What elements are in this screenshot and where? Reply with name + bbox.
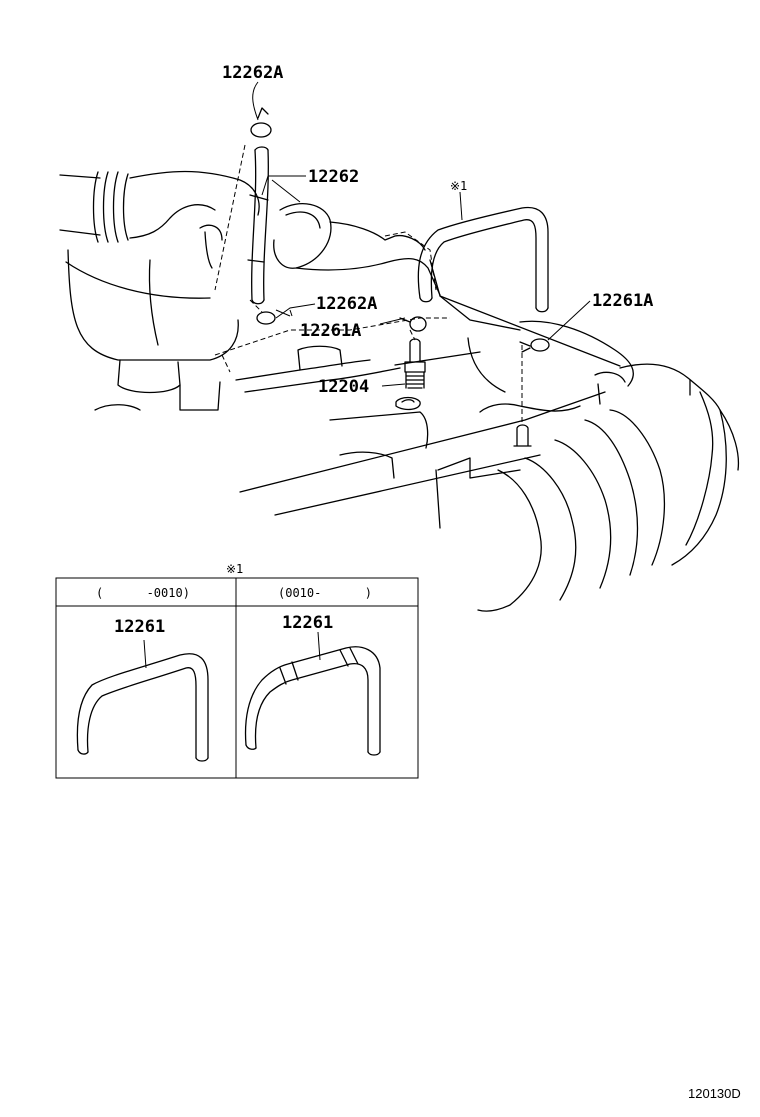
detail-right-part: 12261 xyxy=(282,613,333,633)
detail-left-header: ( -0010) xyxy=(96,586,190,600)
clamp-12261A-right xyxy=(519,338,550,353)
hose-variant-late xyxy=(244,631,381,756)
hose-12262 xyxy=(247,146,269,305)
clamp-12261A-mid xyxy=(399,316,427,332)
reference-code: 120130D xyxy=(688,1086,741,1101)
leader-lines xyxy=(252,81,591,387)
detail-mark: ※1 xyxy=(226,562,243,576)
hose-variant-early xyxy=(76,639,209,762)
callout-12261A-right: 12261A xyxy=(592,291,653,311)
callout-note-mark: ※1 xyxy=(450,179,467,193)
hose-12261 xyxy=(417,206,549,313)
callout-12261A-mid: 12261A xyxy=(300,321,361,341)
detail-right-header: (0010- ) xyxy=(278,586,372,600)
callout-12262A-mid: 12262A xyxy=(316,294,377,314)
detail-table: ※1 ( -0010) (0010- ) 12261 12261 xyxy=(55,562,419,779)
clamp-12262A-mid xyxy=(256,311,276,325)
clamp-12262A-top xyxy=(250,107,272,138)
callout-12262: 12262 xyxy=(308,167,359,187)
callout-12262A-top: 12262A xyxy=(222,63,283,83)
pcv-valve-12204 xyxy=(404,338,426,389)
callout-12204: 12204 xyxy=(318,377,369,397)
detail-left-part: 12261 xyxy=(114,617,165,637)
engine-outline xyxy=(59,170,740,612)
